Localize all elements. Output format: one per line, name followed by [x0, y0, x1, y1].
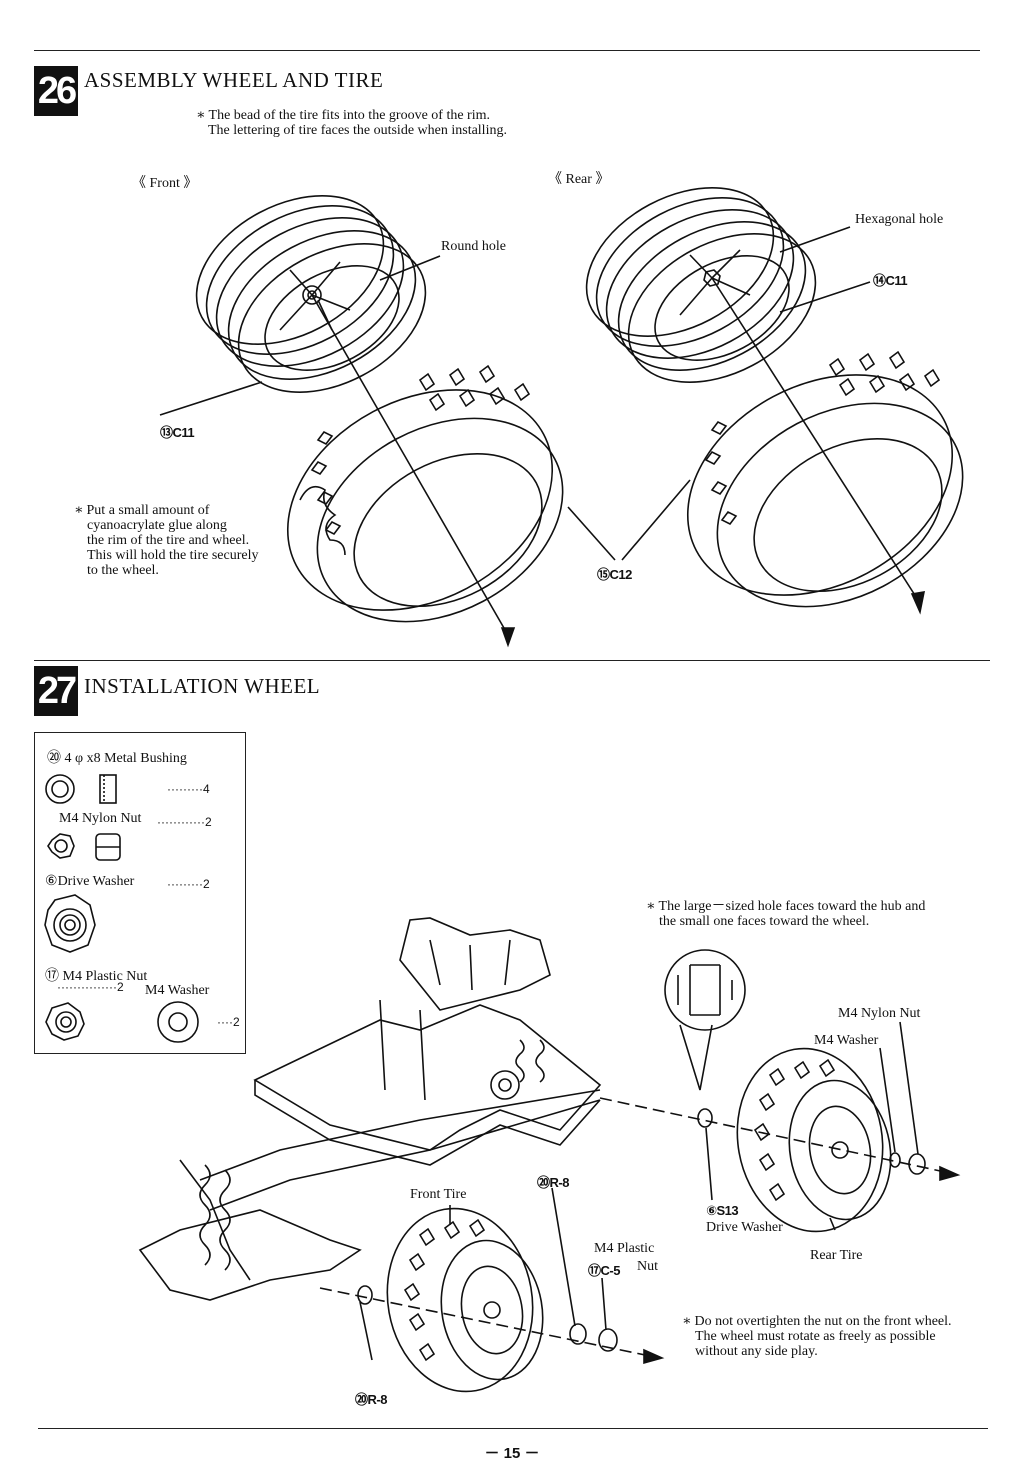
front-wheel-drawing [357, 1207, 618, 1393]
rear-tire-drawing [686, 350, 964, 608]
plastic-nut-qty: ···············2 [57, 980, 124, 994]
glue-note: ∗Put a small amount of cyanoacrylate glu… [74, 503, 259, 578]
bushing-label: ⑳ 4 φ x8 Metal Bushing [47, 751, 187, 766]
bottom-rule [38, 1428, 988, 1429]
front-rim-drawing [195, 195, 427, 393]
step-26-note-1: ∗The bead of the tire fits into the groo… [196, 108, 490, 123]
round-hole-label: Round hole [441, 239, 506, 254]
bushing-qty: ·········4 [167, 782, 210, 796]
front-wheel-note: ∗Do not overtighten the nut on the front… [682, 1314, 952, 1359]
part-20-top-label: ⑳R-8 [537, 1175, 569, 1190]
part-85-label: ⑮C12 [597, 567, 632, 582]
rear-tire-label: Rear Tire [810, 1248, 863, 1263]
step-27-badge: 27 [34, 666, 78, 716]
plastic-nut-label: ⑰ M4 Plastic Nut [45, 969, 148, 984]
step-26-title: ASSEMBLY WHEEL AND TIRE [84, 68, 384, 92]
part-47-label: ⑰C-5 [588, 1263, 620, 1278]
step-26-note-2: The lettering of tire faces the outside … [208, 123, 507, 138]
rear-rim-drawing [585, 187, 817, 383]
m4-plastic-label: M4 Plastic [594, 1241, 655, 1256]
drive-washer-label: ⑥Drive Washer [45, 874, 135, 889]
rear-label: 《 Rear 》 [548, 172, 610, 187]
washer-label: M4 Washer [145, 983, 210, 998]
parts-box-drawings [44, 774, 199, 1043]
hub-note: ∗The large－sized hole faces toward the h… [646, 899, 926, 929]
hexagonal-hole-label: Hexagonal hole [855, 212, 944, 227]
part-65-label: ⑥S13 [706, 1203, 739, 1218]
front-tire-drawing [286, 364, 564, 623]
nylon-nut-qty: ············2 [157, 815, 212, 829]
drive-washer-qty: ·········2 [167, 877, 210, 891]
part-83-label: ⑬C11 [160, 425, 195, 440]
step-26-badge: 26 [34, 66, 78, 116]
rear-wheel-drawing [697, 1047, 926, 1233]
m4-washer-label: M4 Washer [814, 1033, 879, 1048]
step-27-title: INSTALLATION WHEEL [84, 674, 321, 698]
front-tire-label: Front Tire [410, 1187, 467, 1202]
front-label: 《 Front 》 [132, 176, 198, 191]
nut-label: Nut [637, 1259, 658, 1274]
washer-qty: ····2 [217, 1015, 240, 1029]
mid-rule [34, 660, 990, 661]
page-number: － 15 － [484, 1445, 540, 1462]
chassis-drawing [138, 917, 602, 1301]
m4-nylon-nut-label: M4 Nylon Nut [838, 1006, 921, 1021]
drive-washer-callout: Drive Washer [706, 1220, 783, 1235]
nylon-nut-label: M4 Nylon Nut [59, 811, 142, 826]
part-84-label: ⑭C11 [873, 273, 908, 288]
parts-box: ⑳ 4 φ x8 Metal Bushing ·········4 M4 Nyl… [34, 732, 246, 1054]
top-rule [34, 50, 980, 51]
part-20-bottom-label: ⑳R-8 [355, 1392, 387, 1407]
